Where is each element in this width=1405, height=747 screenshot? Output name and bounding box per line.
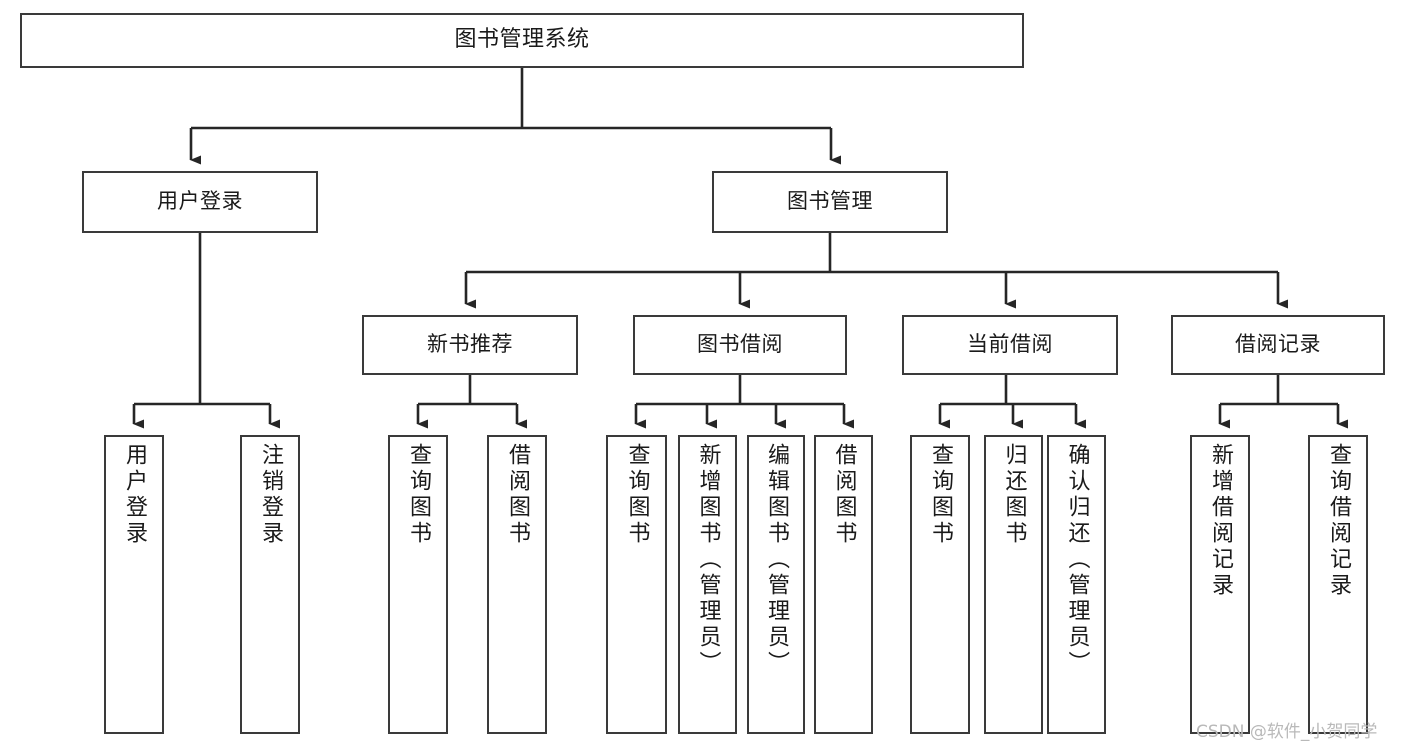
node-leaf-borrow-book-1-label: 借阅图书 bbox=[505, 443, 530, 547]
node-leaf-add-record[interactable]: 新增借阅记录 bbox=[1190, 435, 1250, 734]
node-leaf-user-login-label: 用户登录 bbox=[122, 443, 147, 547]
node-leaf-query-record[interactable]: 查询借阅记录 bbox=[1308, 435, 1368, 734]
node-leaf-user-logout[interactable]: 注销登录 bbox=[240, 435, 300, 734]
node-book-manage-label: 图书管理 bbox=[787, 189, 873, 214]
node-leaf-add-book-label: 新增图书（管理员） bbox=[695, 443, 721, 677]
node-user-login[interactable]: 用户登录 bbox=[82, 171, 318, 233]
node-book-borrow[interactable]: 图书借阅 bbox=[633, 315, 847, 375]
node-leaf-edit-book[interactable]: 编辑图书（管理员） bbox=[747, 435, 805, 734]
node-leaf-confirm-return-label: 确认归还（管理员） bbox=[1064, 443, 1090, 677]
node-leaf-query-book-3[interactable]: 查询图书 bbox=[910, 435, 970, 734]
node-borrow-record[interactable]: 借阅记录 bbox=[1171, 315, 1385, 375]
node-leaf-borrow-book-1[interactable]: 借阅图书 bbox=[487, 435, 547, 734]
node-book-borrow-label: 图书借阅 bbox=[697, 332, 783, 357]
node-leaf-user-login[interactable]: 用户登录 bbox=[104, 435, 164, 734]
node-root-system-label: 图书管理系统 bbox=[454, 27, 590, 53]
node-new-book-recommend-label: 新书推荐 bbox=[427, 332, 513, 357]
node-leaf-query-book-2-label: 查询图书 bbox=[624, 443, 650, 547]
node-new-book-recommend[interactable]: 新书推荐 bbox=[362, 315, 578, 375]
node-current-borrow-label: 当前借阅 bbox=[967, 332, 1053, 357]
node-leaf-add-record-label: 新增借阅记录 bbox=[1208, 443, 1233, 599]
node-leaf-query-book-1-label: 查询图书 bbox=[406, 443, 431, 547]
node-leaf-edit-book-label: 编辑图书（管理员） bbox=[764, 443, 789, 677]
node-leaf-user-logout-label: 注销登录 bbox=[258, 443, 283, 547]
node-root-system[interactable]: 图书管理系统 bbox=[20, 13, 1024, 68]
node-leaf-borrow-book-2[interactable]: 借阅图书 bbox=[814, 435, 873, 734]
node-leaf-query-book-1[interactable]: 查询图书 bbox=[388, 435, 448, 734]
node-leaf-query-book-3-label: 查询图书 bbox=[928, 443, 953, 547]
node-borrow-record-label: 借阅记录 bbox=[1235, 332, 1321, 357]
node-leaf-query-book-2[interactable]: 查询图书 bbox=[606, 435, 667, 734]
node-leaf-return-book-label: 归还图书 bbox=[1001, 443, 1027, 547]
node-leaf-confirm-return[interactable]: 确认归还（管理员） bbox=[1047, 435, 1106, 734]
node-user-login-label: 用户登录 bbox=[157, 189, 243, 214]
node-book-manage[interactable]: 图书管理 bbox=[712, 171, 948, 233]
node-leaf-return-book[interactable]: 归还图书 bbox=[984, 435, 1043, 734]
node-leaf-add-book[interactable]: 新增图书（管理员） bbox=[678, 435, 737, 734]
node-leaf-borrow-book-2-label: 借阅图书 bbox=[831, 443, 857, 547]
node-leaf-query-record-label: 查询借阅记录 bbox=[1326, 443, 1351, 599]
node-current-borrow[interactable]: 当前借阅 bbox=[902, 315, 1118, 375]
